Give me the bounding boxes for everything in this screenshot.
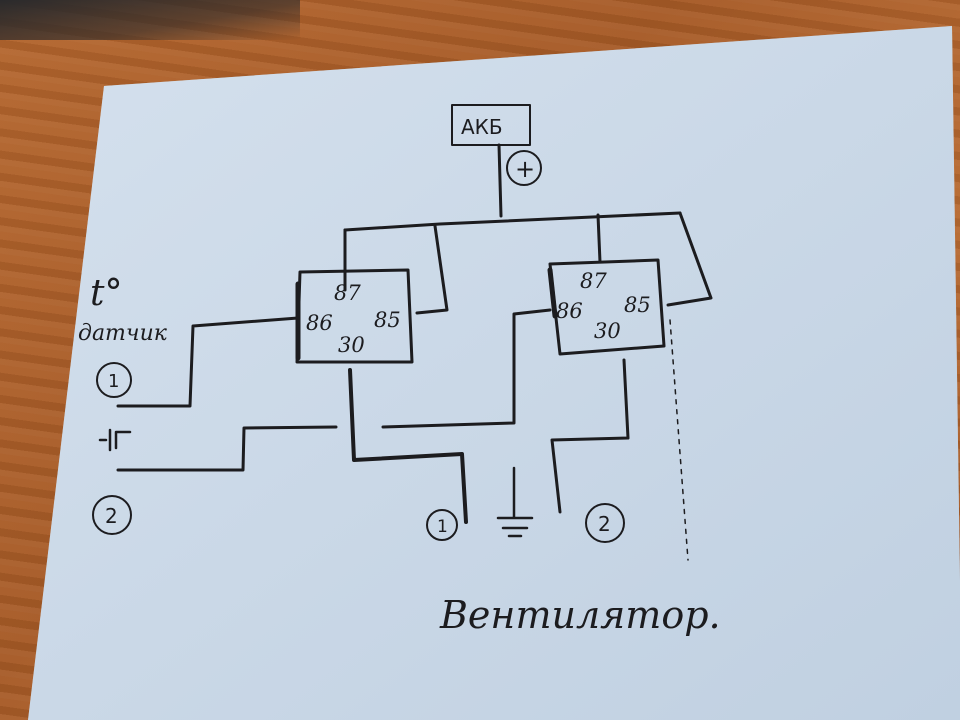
right-relay-pin-86: 86 — [556, 299, 583, 323]
circle-bottom-1 — [426, 509, 458, 541]
left-relay-pin-86: 86 — [306, 311, 333, 335]
plus-circle — [506, 150, 542, 186]
plus-sign: + — [515, 155, 535, 183]
right-relay-86-wire — [381, 308, 552, 429]
top-bus-wire — [343, 211, 682, 232]
right-relay-85-wire — [666, 211, 713, 307]
left-relay-30-wire — [348, 368, 468, 524]
circle-left-1 — [96, 362, 132, 398]
right-relay-pin-85: 85 — [624, 293, 651, 317]
circle-bottom-2 — [585, 503, 625, 543]
left-relay-pin-30: 30 — [338, 333, 365, 357]
circle-left-2 — [92, 495, 132, 535]
sensor-wire-2 — [116, 425, 338, 472]
ground-symbol-bottom — [496, 466, 534, 538]
right-relay-box — [548, 258, 666, 356]
circle-left-1-label: 1 — [108, 371, 119, 392]
left-relay-pin-87: 87 — [334, 281, 361, 305]
battery-box — [451, 104, 531, 146]
right-relay-30-wire — [550, 358, 630, 514]
battery-label: АКБ — [461, 115, 503, 139]
fan-pointer-line — [669, 319, 689, 561]
sensor-wire-1 — [116, 316, 300, 408]
circle-bottom-2-label: 2 — [598, 512, 611, 536]
circle-bottom-1-label: 1 — [437, 517, 448, 537]
ground-symbol-left — [98, 428, 132, 452]
right-relay-87-wire — [596, 213, 602, 264]
left-relay-pin-85: 85 — [374, 308, 401, 332]
right-relay-pin-87: 87 — [580, 269, 607, 293]
left-relay-85-wire — [415, 224, 449, 315]
dark-object-corner — [0, 0, 300, 40]
sensor-line1: t° — [90, 273, 122, 314]
circle-left-2-label: 2 — [105, 504, 118, 528]
battery-wire — [497, 143, 503, 218]
sensor-line2: датчик — [78, 321, 168, 346]
fan-label: Вентилятор. — [439, 593, 721, 637]
right-relay-pin-30: 30 — [594, 319, 621, 343]
